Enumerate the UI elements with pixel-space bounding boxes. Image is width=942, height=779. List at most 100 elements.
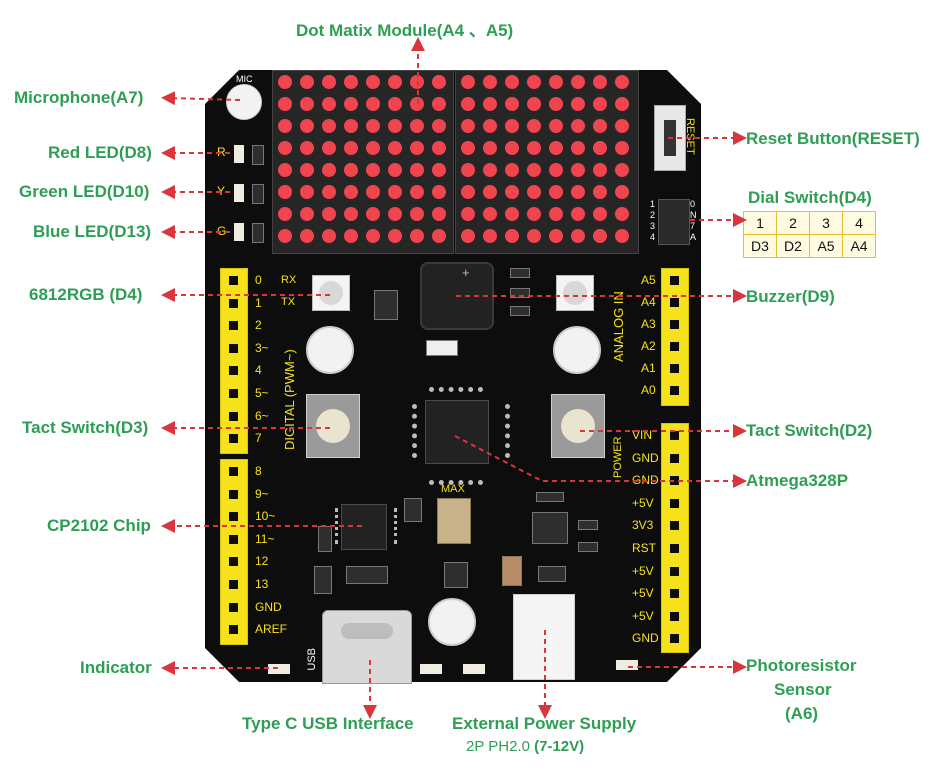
tact-switch-right[interactable]	[551, 394, 605, 458]
matrix-led	[505, 207, 519, 221]
pin-label: +5V	[632, 495, 654, 510]
dip-label: 0	[690, 199, 696, 209]
matrix-led	[483, 119, 497, 133]
matrix-led	[505, 97, 519, 111]
pin-label: A0	[641, 383, 656, 397]
label-reset: Reset Button(RESET)	[746, 129, 920, 148]
label-tact-right: Tact Switch(D2)	[746, 421, 873, 440]
matrix-led	[615, 185, 629, 199]
matrix-led	[410, 163, 424, 177]
matrix-led	[344, 119, 358, 133]
pin-label: 4	[255, 363, 262, 378]
matrix-led	[388, 97, 402, 111]
mount-hole-2	[553, 326, 601, 374]
cp2102-pins	[335, 508, 397, 544]
matrix-led	[593, 75, 607, 89]
matrix-led	[322, 141, 336, 155]
matrix-led	[549, 97, 563, 111]
matrix-led	[549, 75, 563, 89]
header-pin	[229, 534, 238, 544]
tact-switch-cap	[561, 409, 595, 443]
matrix-led	[344, 207, 358, 221]
matrix-led	[366, 75, 380, 89]
pin-label: 8	[255, 464, 262, 478]
matrix-led	[571, 185, 585, 199]
matrix-led	[615, 75, 629, 89]
pin-label: 3~	[255, 340, 269, 355]
led-resistor-3	[252, 223, 264, 243]
matrix-led	[461, 75, 475, 89]
matrix-led	[505, 185, 519, 199]
dip-label: 7	[690, 221, 696, 231]
header-pin	[229, 512, 238, 522]
matrix-led	[571, 119, 585, 133]
matrix-led	[593, 97, 607, 111]
matrix-led	[366, 141, 380, 155]
matrix-led	[432, 141, 446, 155]
header-pin	[229, 321, 238, 331]
pin-label: 2	[255, 318, 262, 333]
header-pin	[229, 411, 238, 421]
matrix-led	[461, 185, 475, 199]
regulator	[532, 512, 568, 544]
power-connector[interactable]	[513, 594, 575, 680]
pin-label: AREF	[255, 622, 288, 637]
dial-table-row-top: 1 2 3 4	[743, 211, 876, 235]
matrix-led	[410, 185, 424, 199]
pin-label: 10~	[255, 509, 276, 524]
header-pin	[229, 366, 238, 376]
label-tact-left: Tact Switch(D3)	[22, 418, 149, 437]
matrix-led	[483, 163, 497, 177]
matrix-led	[571, 75, 585, 89]
header-pin	[670, 364, 679, 373]
usb-c-port	[341, 623, 393, 639]
matrix-led	[527, 185, 541, 199]
matrix-led	[505, 119, 519, 133]
matrix-led	[278, 185, 292, 199]
led-r-silk: R	[217, 145, 226, 159]
matrix-led	[344, 185, 358, 199]
matrix-led	[388, 119, 402, 133]
matrix-led	[388, 75, 402, 89]
dial-cell: 4	[842, 211, 876, 235]
matrix-led	[432, 163, 446, 177]
dial-switch[interactable]	[658, 199, 690, 245]
label-power-sub: 2P PH2.0 (7-12V)	[466, 738, 584, 755]
arrow-atmega	[454, 435, 747, 488]
dip-label: 4	[650, 232, 656, 242]
dial-cell: D3	[743, 234, 777, 258]
matrix-led	[388, 141, 402, 155]
matrix-led	[300, 163, 314, 177]
matrix-led	[344, 229, 358, 243]
green-led	[234, 184, 244, 202]
label-microphone: Microphone(A7)	[14, 88, 144, 107]
mic-silk: MIC	[236, 74, 253, 84]
dial-table-row-bottom: D3 D2 A5 A4	[743, 234, 876, 258]
reset-silk: RESET	[684, 118, 696, 155]
header-pin	[670, 566, 679, 576]
pin-label: 0	[255, 273, 262, 287]
header-pin	[229, 467, 238, 476]
label-green-led: Green LED(D10)	[19, 182, 150, 201]
led-g-silk: G	[217, 224, 227, 238]
dot-matrix-right	[455, 70, 639, 254]
matrix-led	[278, 163, 292, 177]
matrix-led	[300, 97, 314, 111]
matrix-led	[461, 97, 475, 111]
usb-c-connector[interactable]	[322, 610, 412, 684]
matrix-led	[461, 229, 475, 243]
matrix-led	[549, 207, 563, 221]
header-pin	[229, 343, 238, 353]
tx-silk: TX	[281, 296, 296, 308]
pin-label: 1	[255, 295, 262, 310]
matrix-led	[344, 141, 358, 155]
led-y-silk: Y	[217, 184, 226, 198]
matrix-led	[344, 163, 358, 177]
matrix-led	[322, 119, 336, 133]
dip-label: A	[690, 232, 697, 242]
matrix-led	[278, 229, 292, 243]
rgb-led-lens	[319, 281, 343, 305]
matrix-led	[527, 75, 541, 89]
tact-switch-left[interactable]	[306, 394, 360, 458]
